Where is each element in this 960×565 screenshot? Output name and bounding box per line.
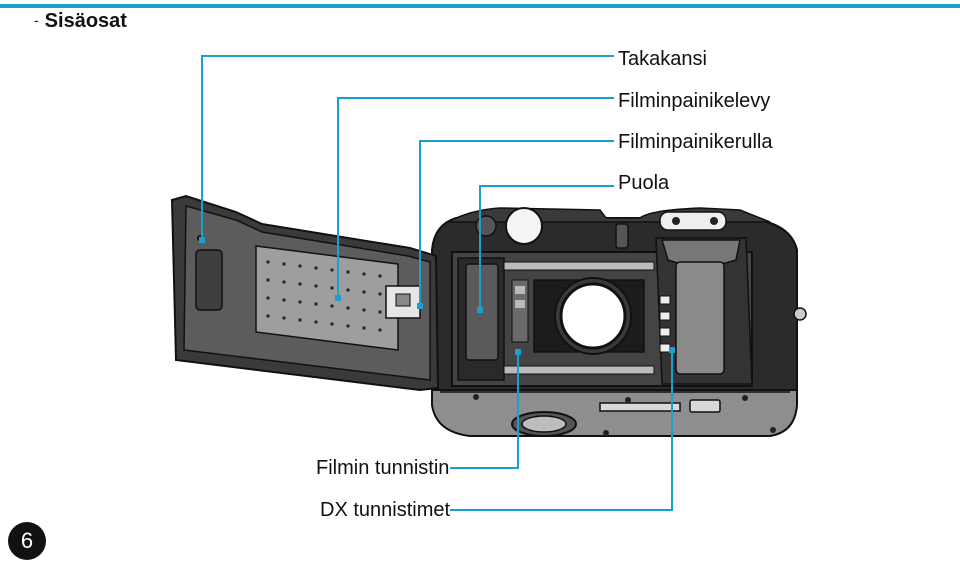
camera-body <box>431 207 807 437</box>
leader-back-cover <box>201 55 614 240</box>
label-back-cover: Takakansi <box>618 48 707 70</box>
leader-pressure-plate <box>337 97 614 298</box>
section-title: Sisäosat <box>44 10 127 32</box>
callout-dots <box>199 237 675 355</box>
heading-bullet: - <box>34 12 39 28</box>
back-cover <box>170 194 440 392</box>
top-accent-bar <box>0 4 960 8</box>
label-spool: Puola <box>618 172 670 194</box>
leader-spool <box>479 185 614 310</box>
label-pressure-plate: Filminpainikelevy <box>618 90 771 112</box>
leader-film-sensor <box>450 352 519 469</box>
leader-dx-sensors <box>450 350 673 511</box>
label-dx-sensors: DX tunnistimet <box>320 499 451 521</box>
section-heading: -Sisäosat <box>34 10 127 33</box>
page-number: 6 <box>8 522 46 560</box>
label-pressure-roller: Filminpainikerulla <box>618 131 773 153</box>
leader-pressure-roller <box>419 140 614 306</box>
label-film-sensor: Filmin tunnistin <box>316 457 450 479</box>
callout-lines <box>201 55 673 511</box>
